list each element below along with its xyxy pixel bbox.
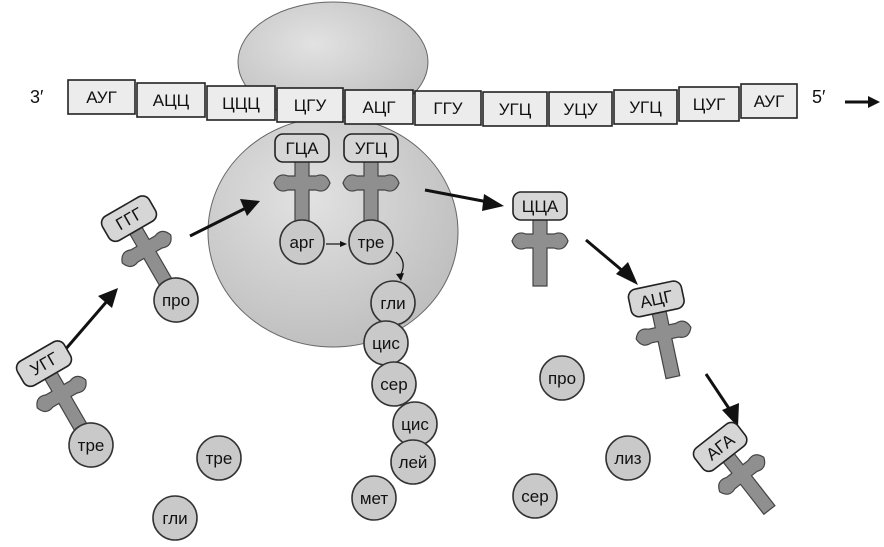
mrna-codon-label: АЦЦ bbox=[153, 91, 190, 110]
mrna-codon: АЦЦ bbox=[136, 82, 206, 118]
mrna-codon-label: ЦГУ bbox=[294, 96, 327, 115]
mrna-codon-label: АУГ bbox=[86, 88, 117, 107]
trna-amino-acid: тре bbox=[358, 233, 385, 252]
trna-molecule: АГА bbox=[692, 421, 776, 516]
arrow-2 bbox=[189, 206, 247, 238]
mrna-strand: АУГ АЦЦ ЦЦЦ ЦГУ АЦГ ГГУ УГЦ УЦУ УГЦ ЦУГ АУГ bbox=[67, 79, 798, 127]
trna-anticodon-box bbox=[343, 133, 399, 163]
chain-amino-acid: цис bbox=[392, 401, 438, 447]
mrna-codon: АЦГ bbox=[344, 89, 414, 125]
trna-anticodon: УГЦ bbox=[355, 139, 388, 158]
arrow-5 bbox=[704, 373, 732, 411]
free-amino-acid-label: тре bbox=[206, 449, 233, 468]
chain-amino-acid-label: лей bbox=[399, 453, 428, 472]
ribosome bbox=[207, 1, 459, 348]
mrna-codon-label: УГЦ bbox=[629, 98, 662, 117]
mrna-codon: УГЦ bbox=[482, 91, 548, 127]
free-amino-acid: лиз bbox=[605, 435, 651, 481]
free-amino-acid-label: сер bbox=[521, 487, 548, 506]
mrna-codon: ЦГУ bbox=[276, 87, 344, 123]
trna-amino-acid-circle bbox=[68, 422, 114, 468]
movement-arrows bbox=[56, 188, 739, 427]
mrna-codon: ЦУГ bbox=[678, 86, 740, 122]
chain-amino-acid: мет bbox=[351, 475, 397, 521]
mrna-codon: АУГ bbox=[740, 83, 798, 119]
chain-amino-acid-label: мет bbox=[360, 489, 389, 508]
arrow-3 bbox=[424, 188, 489, 204]
trna-body bbox=[635, 308, 692, 380]
trna-anticodon: ЦЦА bbox=[522, 197, 559, 216]
trna-amino-acid-circle bbox=[153, 277, 199, 323]
mrna-codon: АУГ bbox=[67, 79, 136, 115]
trna-amino-acid-circle bbox=[348, 219, 394, 265]
mrna-codon-label: УЦУ bbox=[563, 100, 597, 119]
free-amino-acid: сер bbox=[512, 473, 558, 519]
trna-molecule: АЦГ bbox=[627, 280, 692, 380]
free-amino-acid: про bbox=[539, 355, 585, 401]
chain-amino-acid-label: цис bbox=[372, 334, 400, 353]
free-amino-acid-label: лиз bbox=[614, 449, 641, 468]
trna-amino-acid: про bbox=[162, 291, 190, 310]
free-amino-acids: тре гли про сер лиз bbox=[152, 355, 651, 541]
mrna-codon-label: ЦУГ bbox=[693, 95, 726, 114]
mrna-codon-label: АЦГ bbox=[362, 98, 395, 117]
chain-amino-acid: лей bbox=[390, 439, 436, 485]
trna-anticodon-box bbox=[15, 340, 73, 388]
mrna-codon: ГГУ bbox=[414, 90, 482, 126]
chain-amino-acid: цис bbox=[363, 320, 409, 366]
chain-amino-acid-label: цис bbox=[401, 415, 429, 434]
trna-anticodon-box bbox=[512, 191, 568, 221]
mrna-codon: УЦУ bbox=[548, 91, 613, 127]
arrow-4 bbox=[585, 238, 625, 274]
mrna-codon-label: ГГУ bbox=[433, 99, 462, 118]
mrna-codon-label: УГЦ bbox=[499, 100, 532, 119]
mrna-codon: ЦЦЦ bbox=[206, 85, 276, 121]
trna-amino-acid: арг bbox=[289, 233, 314, 252]
trna-anticodon-box bbox=[627, 280, 685, 318]
free-amino-acid-label: гли bbox=[162, 509, 187, 528]
trna-amino-acid-circle bbox=[279, 219, 325, 265]
trna-molecule: УГЦ тре bbox=[342, 133, 400, 265]
mrna-3-end-label: 3′ bbox=[30, 87, 44, 107]
free-amino-acid: тре bbox=[196, 435, 242, 481]
mrna-codon-label: ЦЦЦ bbox=[222, 94, 260, 113]
mrna-codon: УГЦ bbox=[613, 89, 678, 125]
trna-anticodon-box bbox=[692, 421, 748, 473]
trna-molecule: ЦЦА bbox=[511, 191, 569, 287]
mrna-codon-label: АУГ bbox=[754, 92, 785, 111]
chain-amino-acid-label: сер bbox=[380, 375, 407, 394]
ribosome-large-subunit bbox=[207, 116, 459, 348]
trna-body bbox=[718, 451, 776, 516]
trna-amino-acid: тре bbox=[78, 436, 105, 455]
chain-amino-acid: сер bbox=[371, 361, 417, 407]
trna-body bbox=[511, 217, 569, 287]
trna-anticodon: ГЦА bbox=[285, 139, 319, 158]
trna-anticodon-box bbox=[100, 195, 158, 243]
direction-arrow bbox=[845, 96, 880, 108]
free-amino-acid: гли bbox=[152, 495, 198, 541]
trna-molecule: ГЦА арг bbox=[273, 133, 331, 265]
free-amino-acid-label: про bbox=[548, 369, 576, 388]
chain-amino-acid: гли bbox=[370, 280, 416, 326]
trna-anticodon-box bbox=[274, 133, 330, 163]
mrna-5-end-label: 5′ bbox=[812, 87, 826, 107]
chain-amino-acid-label: гли bbox=[380, 294, 405, 313]
